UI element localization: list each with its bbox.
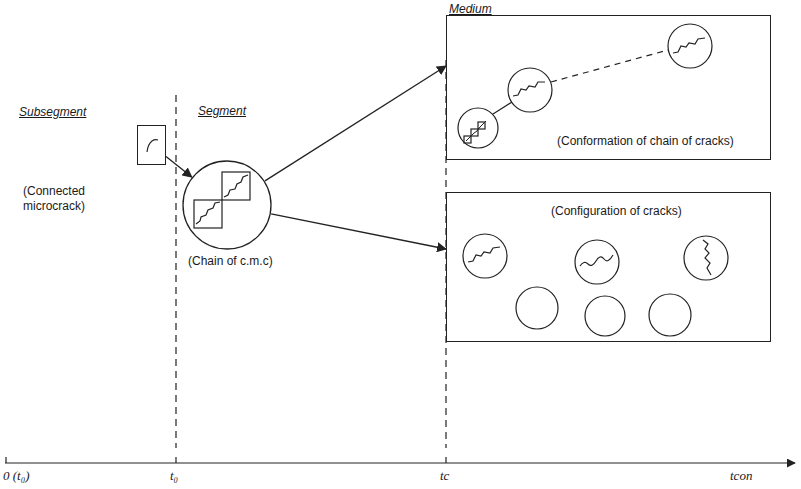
scale-heading: Subsegment [19, 105, 86, 120]
segment-circle [684, 236, 728, 280]
flow-arrow [265, 66, 446, 181]
chain-link [551, 50, 668, 82]
subsegment-square [194, 200, 222, 228]
crack [703, 240, 711, 275]
axis-tick [175, 457, 176, 463]
segment-circle [575, 240, 619, 284]
segment-circle [668, 24, 712, 68]
node-caption: (Configuration of cracks) [551, 204, 682, 219]
segment-circle [508, 68, 552, 112]
flow-arrow [271, 214, 446, 249]
subsegment-square [222, 172, 250, 200]
crack [580, 255, 613, 266]
scale-heading: Medium [449, 2, 492, 17]
region-box: Subsegment(Connected microcrack) [137, 125, 166, 165]
segment-circle [463, 234, 507, 278]
region-box: Medium(Conformation of chain of cracks) [446, 15, 771, 160]
time-axis [5, 462, 795, 463]
segment-circle [649, 294, 691, 336]
crack [673, 38, 705, 53]
axis-label: 0 (t₀) [3, 468, 30, 484]
segment-circle [458, 108, 498, 148]
segment-circle-node: Segment(Chain of c.m.c) [182, 160, 272, 250]
circle-outline [182, 160, 272, 250]
segment-circle [516, 287, 558, 329]
crack [224, 175, 248, 197]
phase-divider [175, 95, 176, 448]
crack [513, 82, 545, 96]
microcrack [147, 140, 158, 152]
axis-label: t₀ [170, 468, 178, 484]
segment-circle [585, 296, 625, 336]
axis-label: tc [440, 468, 449, 484]
scale-heading: Segment [198, 104, 246, 119]
node-caption: (Conformation of chain of cracks) [557, 134, 734, 149]
axis-tick [5, 457, 6, 463]
chain-link [493, 102, 512, 114]
crack [196, 202, 220, 224]
node-caption: (Connected microcrack) [23, 184, 115, 214]
region-box: (Configuration of cracks) [446, 192, 771, 342]
crack [466, 121, 486, 141]
axis-tick [445, 457, 446, 463]
node-caption: (Chain of c.m.c) [188, 254, 273, 269]
circle-outline-shape [183, 161, 271, 249]
axis-label: tcon [730, 468, 752, 484]
crack [468, 247, 500, 262]
flow-arrow [166, 157, 192, 177]
